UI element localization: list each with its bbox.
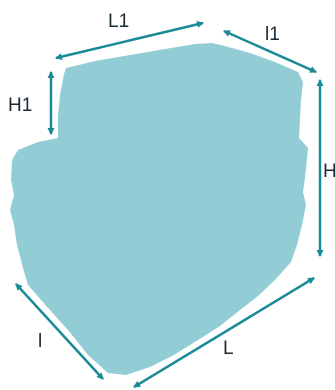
arrow-top-width <box>223 29 317 74</box>
label-top-height: H1 <box>8 95 32 116</box>
arrow-length <box>133 276 315 389</box>
label-length: L <box>223 338 234 359</box>
arrow-width <box>15 283 104 380</box>
label-width: l <box>38 331 42 352</box>
label-height: H <box>323 161 335 182</box>
arrow-top-length <box>54 20 205 61</box>
label-top-width: l1 <box>265 24 280 45</box>
label-top-length: L1 <box>108 11 129 32</box>
